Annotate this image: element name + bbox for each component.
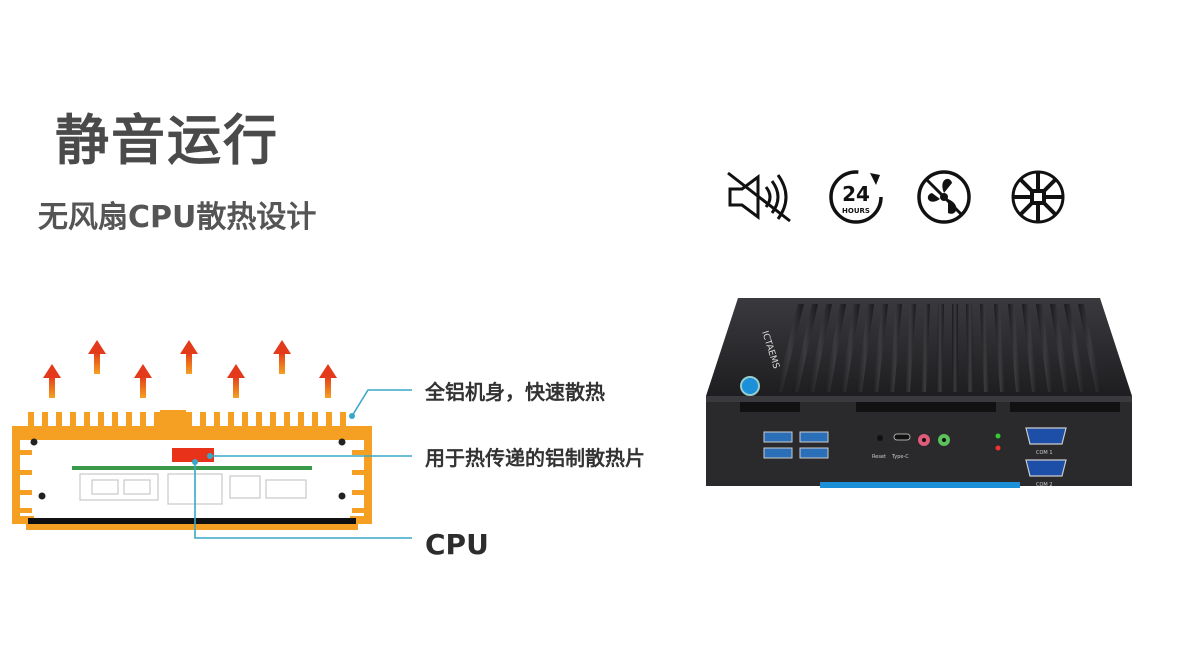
24-hours-icon: 24 HOURS [829, 170, 883, 224]
heatsink-diagram [12, 340, 412, 539]
callout-plate: 用于热传递的铝制散热片 [425, 446, 645, 470]
port-label-com2: COM 2 [1036, 482, 1053, 488]
page-title: 静音运行 [55, 109, 279, 172]
24-hours-number: 24 [842, 182, 870, 206]
24-hours-word: HOURS [842, 207, 870, 215]
heat-arrows [43, 340, 337, 398]
aluminum-shell [12, 410, 372, 530]
fanless-pc-photo: ICTAEMS Reset Type-C COM 1 COM 2 [706, 298, 1132, 488]
port-label-reset: Reset [872, 454, 886, 460]
callout-shell: 全铝机身，快速散热 [425, 380, 605, 404]
page-subtitle: 无风扇CPU散热设计 [38, 200, 317, 235]
port-label-typec: Type-C [891, 454, 909, 460]
port-label-com1: COM 1 [1036, 450, 1053, 456]
feature-icons: 24 HOURS [727, 170, 1065, 224]
no-fan-icon [917, 170, 971, 224]
callout-lines [194, 389, 412, 539]
mute-icon [727, 171, 791, 223]
cooling-icon [1011, 170, 1065, 224]
circuit-board [72, 466, 312, 505]
callout-cpu: CPU [425, 528, 489, 561]
heat-plate [172, 448, 214, 462]
